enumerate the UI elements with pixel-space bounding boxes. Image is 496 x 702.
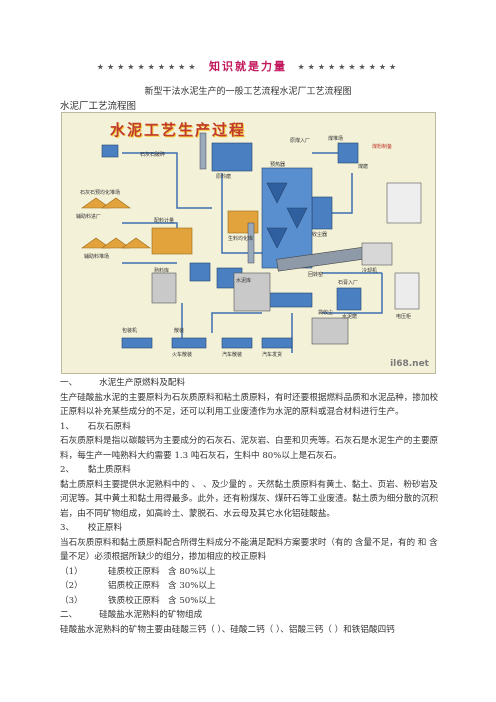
watermark: il68.net: [390, 359, 429, 369]
label-rail: 火车散装: [172, 352, 193, 358]
header-banner: ★★★★★★★★★★ 知识就是力量 ★★★★★★★★★★: [0, 58, 496, 74]
document-title: 新型干法水泥生产的一般工艺流程水泥厂工艺流程图: [144, 87, 352, 97]
label-coal-fines: 煤粉制备: [372, 144, 393, 150]
document-subtitle: 水泥厂工艺流程图: [60, 101, 137, 112]
body-text: 一、 水泥生产原燃料及配料 生产硅酸盐水泥的主要原料为石灰质原料和粘土质原料，有…: [60, 376, 440, 637]
diagram-title: 水泥工艺生产过程: [110, 121, 247, 139]
stars-right: ★★★★★★★★★★: [297, 62, 400, 72]
label-limestone-storage: 石灰石预均化堆场: [80, 190, 121, 196]
paragraph-1: 生产硅酸盐水泥的主要原料为石灰质原料和粘土质原料，有时还要根据燃料品质和水泥品种…: [60, 392, 439, 418]
motto: 知识就是力量: [209, 60, 287, 73]
label-raw-storage: 辅助料堆场: [84, 254, 110, 260]
label-cement-silo: 水泥库: [236, 278, 252, 284]
stars-left: ★★★★★★★★★★: [96, 62, 199, 72]
section-2-heading: 二、 硅酸盐水泥熟料的矿物组成: [60, 610, 203, 620]
label-kiln: 回转窑: [308, 272, 324, 278]
paragraph-4: 当石灰质原料和黏土质原料配合所得生料成分不能满足配料方案要求时（有的 含量不足，…: [60, 537, 438, 563]
section-1a-heading: 1、 石灰石原料: [60, 421, 131, 432]
label-coal-in: 原煤入厂: [290, 138, 311, 144]
process-diagram: 水泥工艺生产过程 石灰石破碎 石灰石预均化堆场 辅助料进厂 辅助料堆场 配料计量…: [61, 112, 436, 374]
list-item: （1）硅质校正原料含 80%以上: [60, 566, 216, 577]
label-homogenizing: 生料均化库: [228, 236, 254, 242]
label-coal-storage: 煤堆场: [328, 136, 344, 142]
label-truck-ship: 汽车发货: [262, 352, 283, 358]
label-cooler: 冷却机: [362, 268, 378, 274]
section-1b-heading: 2、 黏土质原料: [60, 465, 131, 475]
list-item: （2）铝质校正原料含 30%以上: [60, 581, 216, 591]
label-bag-filter: 袋收尘: [318, 310, 334, 316]
label-gypsum: 石膏入厂: [338, 280, 359, 286]
list-item: （3）铁质校正原料含 50%以上: [60, 595, 216, 606]
section-1c-heading: 3、 校正原料: [60, 523, 123, 533]
label-batching: 配料计量: [154, 218, 175, 224]
label-limestone: 石灰石破碎: [140, 152, 166, 158]
label-packing: 包装机: [122, 328, 138, 334]
label-dust: 收尘器: [312, 232, 328, 238]
label-clinker-storage: 熟料库: [154, 268, 170, 274]
label-bulk: 散装: [174, 328, 185, 334]
label-power: 电压柜: [396, 314, 412, 320]
process-diagram-graphic: [81, 132, 422, 353]
label-coal-mill: 煤磨: [358, 164, 369, 170]
label-raw-material-in: 辅助料进厂: [76, 214, 102, 220]
label-raw-mill: 原料磨: [216, 174, 232, 180]
paragraph-3: 黏土质原料主要提供水泥熟料中的 、 、及少量的 。天然黏土质原料有黄土、黏土、页…: [60, 479, 439, 519]
label-preheater: 预热器: [270, 162, 286, 168]
section-1-heading: 一、 水泥生产原燃料及配料: [60, 378, 186, 388]
paragraph-2: 石灰质原料是指以碳酸钙为主要成分的石灰石、泥灰岩、白垩和贝壳等。石灰石是水泥生产…: [60, 436, 439, 461]
label-truck: 汽车散装: [222, 352, 243, 358]
paragraph-5: 硅酸盐水泥熟料的矿物主要由硅酸三钙（ ）、硅酸二钙（ ）、铝酸三钙（ ）和铁铝酸…: [60, 624, 395, 635]
label-cement-mill: 水泥磨: [342, 314, 358, 320]
